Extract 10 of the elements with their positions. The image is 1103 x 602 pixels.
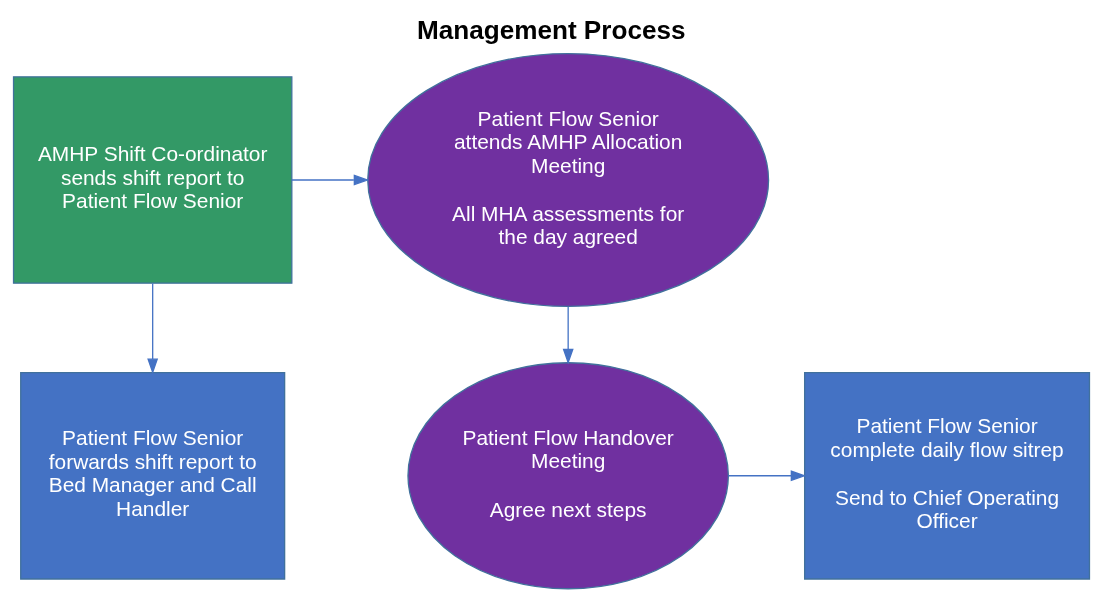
arrow [147,282,159,374]
node-box: Patient Flow Senior forwards shift report to Bed Manager and Call Handler [20,371,286,580]
arrow [291,174,370,185]
node-box: Patient Flow Senior complete daily flow sitrep Send to Chief Operating Officer [804,371,1091,580]
node-ellipse: Patient Flow Handover Meeting Agree next steps [407,361,729,589]
node-ellipse: Patient Flow Senior attends AMHP Allocation Meeting All MHA assessments for the day agreed [367,52,770,307]
node-box: AMHP Shift Co-ordinator sends shift report to Patient Flow Senior [12,75,293,284]
arrow [727,469,807,481]
diagram-title: Management Process [416,14,686,45]
arrow [562,305,574,364]
